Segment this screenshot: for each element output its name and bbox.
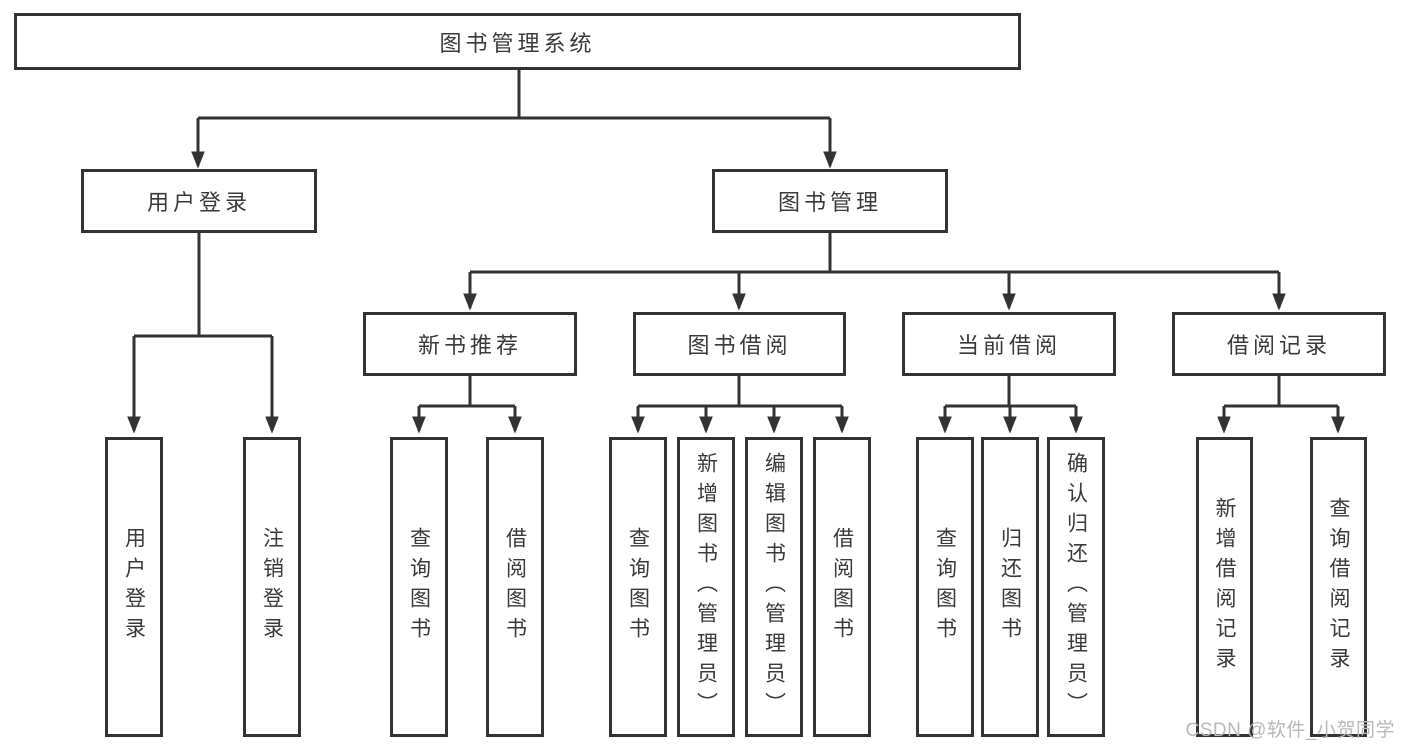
node-borrowing-records: 借阅记录 bbox=[1172, 312, 1386, 376]
leaf-query-books-recommend: 查询图书 bbox=[390, 437, 448, 737]
connector-user-login-stem bbox=[134, 233, 272, 338]
leaf-borrow-books: 借阅图书 bbox=[813, 437, 871, 737]
leaf-borrow-books-recommend: 借阅图书 bbox=[486, 437, 544, 737]
node-new-book-recommend: 新书推荐 bbox=[363, 312, 577, 376]
connector-root-stem bbox=[198, 70, 830, 120]
leaf-confirm-return-admin: 确认归还（管理员） bbox=[1047, 437, 1105, 737]
connector-borrow-record-stem bbox=[1224, 376, 1338, 408]
leaf-logout: 注销登录 bbox=[243, 437, 301, 737]
connector-current-borrow-stem bbox=[945, 376, 1076, 408]
node-current-borrowing: 当前借阅 bbox=[902, 312, 1116, 376]
node-book-borrowing: 图书借阅 bbox=[633, 312, 846, 376]
csdn-watermark: CSDN @软件_小贺同学 bbox=[1185, 720, 1395, 741]
leaf-user-login: 用户登录 bbox=[105, 437, 163, 737]
node-book-management: 图书管理 bbox=[712, 169, 948, 233]
leaf-query-borrow-record: 查询借阅记录 bbox=[1310, 437, 1367, 737]
leaf-query-books-current: 查询图书 bbox=[916, 437, 974, 737]
leaf-add-books-admin: 新增图书（管理员） bbox=[677, 437, 735, 737]
node-root-library-system: 图书管理系统 bbox=[14, 13, 1021, 70]
connector-book-borrow-stem bbox=[638, 376, 842, 408]
node-user-login: 用户登录 bbox=[81, 169, 317, 233]
connector-book-mgmt-stem bbox=[470, 233, 1279, 274]
leaf-query-books-borrowing: 查询图书 bbox=[609, 437, 667, 737]
leaf-add-borrow-record: 新增借阅记录 bbox=[1196, 437, 1253, 737]
connector-new-book-rec-stem bbox=[419, 376, 515, 408]
leaf-edit-books-admin: 编辑图书（管理员） bbox=[745, 437, 803, 737]
leaf-return-books: 归还图书 bbox=[981, 437, 1039, 737]
